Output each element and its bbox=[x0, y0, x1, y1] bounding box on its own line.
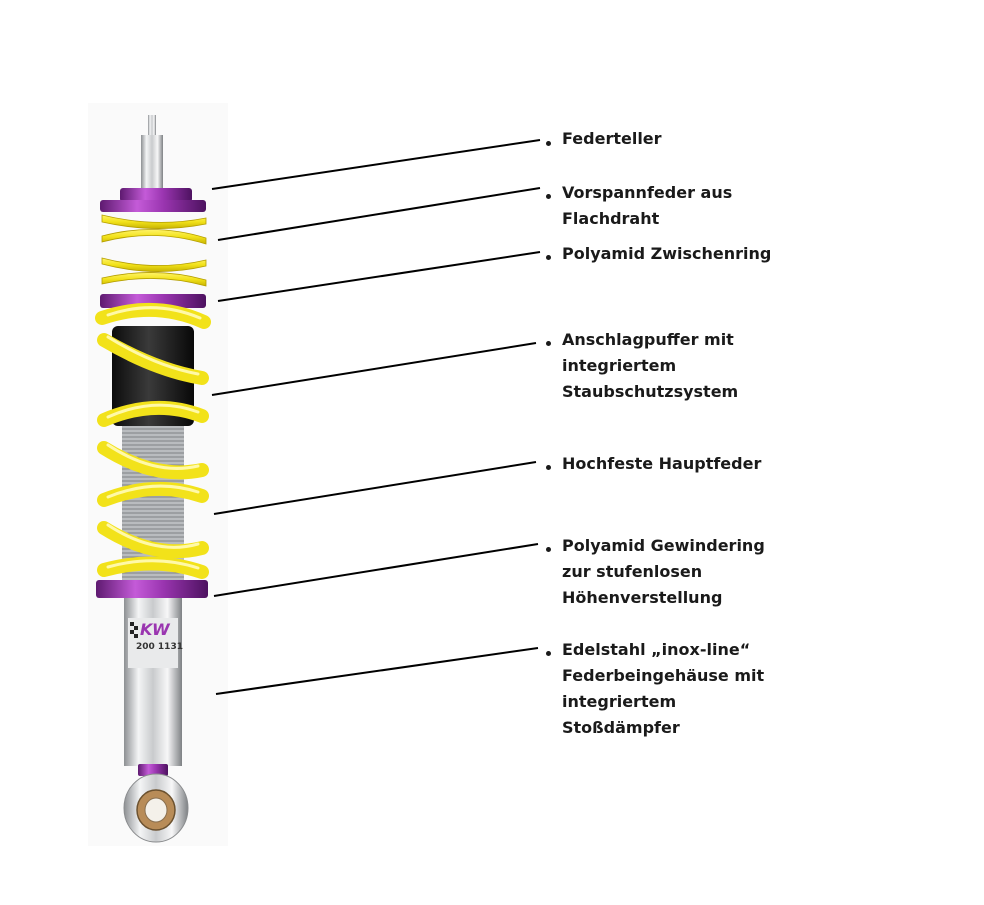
bullet-gehaeuse bbox=[546, 651, 551, 656]
bullet-gewindering bbox=[546, 547, 551, 552]
label-line: Hochfeste Hauptfeder bbox=[562, 454, 762, 473]
label-hauptfeder: Hochfeste Hauptfeder bbox=[562, 451, 761, 477]
label-line: Stoßdämpfer bbox=[562, 718, 680, 737]
intermediate-ring bbox=[100, 294, 206, 308]
leader-gehaeuse bbox=[215, 647, 539, 695]
leader-federteller bbox=[211, 139, 541, 190]
label-line: Höhenverstellung bbox=[562, 588, 723, 607]
bullet-anschlagpuffer bbox=[546, 341, 551, 346]
piston-rod-tip bbox=[148, 115, 156, 137]
label-gehaeuse: Edelstahl „inox-line“ Federbeingehäuse m… bbox=[562, 637, 764, 741]
adjusting-ring bbox=[96, 580, 208, 598]
label-line: Anschlagpuffer mit bbox=[562, 330, 734, 349]
eye-mount bbox=[123, 773, 189, 843]
label-line: integriertem bbox=[562, 356, 677, 375]
label-anschlagpuffer: Anschlagpuffer mit integriertem Staubsch… bbox=[562, 327, 738, 405]
label-line: Federbeingehäuse mit bbox=[562, 666, 765, 685]
bullet-federteller bbox=[546, 141, 551, 146]
bullet-zwischenring bbox=[546, 255, 551, 260]
label-gewindering: Polyamid Gewindering zur stufenlosen Höh… bbox=[562, 533, 765, 611]
kw-logo-checker bbox=[130, 622, 138, 638]
part-number: 200 1131 bbox=[136, 642, 183, 652]
lower-collar bbox=[138, 764, 168, 776]
leader-vorspannfeder bbox=[217, 187, 541, 241]
leader-hauptfeder bbox=[213, 461, 537, 515]
label-line: Federteller bbox=[562, 129, 662, 148]
label-line: Staubschutzsystem bbox=[562, 382, 739, 401]
leader-zwischenring bbox=[217, 251, 541, 302]
label-line: Polyamid Zwischenring bbox=[562, 244, 772, 263]
label-line: Flachdraht bbox=[562, 209, 660, 228]
label-line: Edelstahl „inox-line“ bbox=[562, 640, 751, 659]
kw-logo: KW bbox=[140, 620, 170, 639]
main-spring-highlight bbox=[106, 306, 202, 570]
spring-seat-top bbox=[120, 188, 192, 202]
label-vorspannfeder: Vorspannfeder aus Flachdraht bbox=[562, 180, 732, 232]
spring-seat-base bbox=[100, 200, 206, 212]
label-zwischenring: Polyamid Zwischenring bbox=[562, 241, 771, 267]
label-line: integriertem bbox=[562, 692, 677, 711]
helper-spring bbox=[101, 214, 207, 287]
leader-gewindering bbox=[213, 543, 539, 597]
leader-anschlagpuffer bbox=[211, 342, 537, 396]
bullet-hauptfeder bbox=[546, 465, 551, 470]
label-line: Vorspannfeder aus bbox=[562, 183, 733, 202]
piston-rod bbox=[141, 135, 163, 195]
label-federteller: Federteller bbox=[562, 126, 662, 152]
leader-lines bbox=[211, 139, 541, 695]
bullet-vorspannfeder bbox=[546, 194, 551, 199]
label-line: Polyamid Gewindering bbox=[562, 536, 765, 555]
label-line: zur stufenlosen bbox=[562, 562, 703, 581]
